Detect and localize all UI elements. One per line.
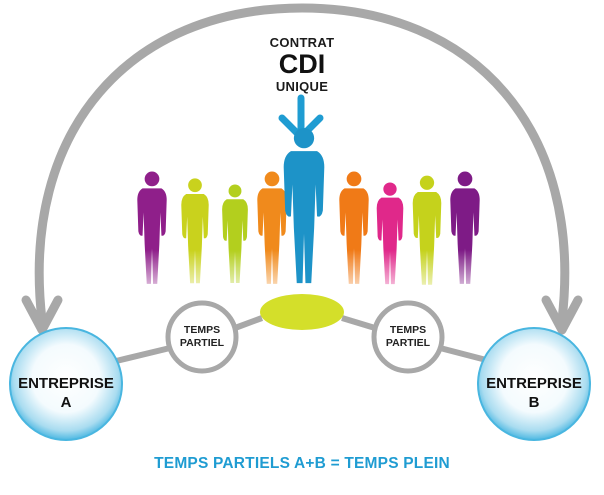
node-circle-left — [165, 300, 239, 374]
node-circle-right — [371, 300, 445, 374]
company-name: ENTREPRISE — [486, 375, 582, 392]
company-a-label: ENTREPRISE A — [14, 374, 118, 412]
bottom-caption: TEMPS PARTIELS A+B = TEMPS PLEIN — [154, 455, 450, 472]
temps-partiel-left: TEMPS PARTIEL — [168, 324, 236, 350]
arrowhead-right-icon — [541, 295, 583, 335]
node-label-line1: TEMPS — [389, 324, 427, 336]
company-name: ENTREPRISE — [18, 375, 114, 392]
node-label-line1: TEMPS — [183, 324, 221, 336]
company-circle-b — [477, 327, 591, 441]
contract-label-main: CDI — [278, 49, 326, 79]
contract-label-bottom: UNIQUE — [275, 79, 329, 94]
contract-label-top: CONTRAT — [269, 35, 335, 50]
company-b-label: ENTREPRISE B — [482, 374, 586, 412]
company-circle-a — [9, 327, 123, 441]
company-letter: B — [528, 394, 540, 411]
company-letter: A — [60, 394, 72, 411]
center-platform — [260, 294, 344, 330]
node-label-line2: PARTIEL — [385, 337, 431, 349]
connector-b-center — [341, 315, 376, 331]
connector-a-center — [233, 315, 264, 331]
node-label-line2: PARTIEL — [179, 337, 225, 349]
main-arc — [34, 3, 570, 325]
arrowhead-left-icon — [21, 295, 63, 335]
people-group — [128, 127, 488, 290]
connector-a — [111, 345, 171, 365]
temps-partiel-right: TEMPS PARTIEL — [374, 324, 442, 350]
